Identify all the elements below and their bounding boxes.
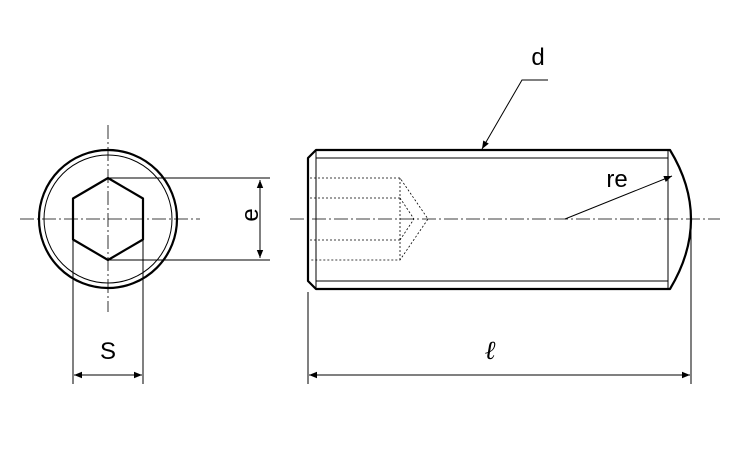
hidden-cone-line-2 bbox=[399, 218, 415, 241]
s-label: S bbox=[100, 338, 116, 365]
hidden-cone-line-1 bbox=[399, 197, 415, 220]
side-view: d re ℓ bbox=[290, 44, 720, 384]
e-label: e bbox=[237, 208, 264, 221]
re-leader-line bbox=[564, 175, 673, 220]
end-view: e S bbox=[20, 125, 270, 384]
d-leader-line bbox=[481, 79, 548, 150]
screw-body-outline bbox=[306, 148, 692, 291]
re-label: re bbox=[606, 166, 627, 193]
l-label: ℓ bbox=[485, 336, 496, 365]
d-label: d bbox=[531, 44, 544, 71]
end-view-thread-circle bbox=[43, 154, 173, 284]
end-view-outer-circle bbox=[37, 148, 179, 290]
hidden-socket-outline bbox=[310, 177, 429, 261]
